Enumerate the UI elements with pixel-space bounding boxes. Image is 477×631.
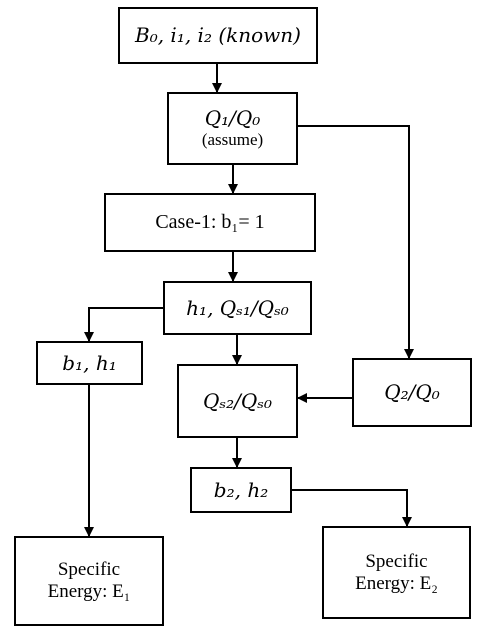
b1-h1-box: b₁, h₁	[36, 341, 143, 385]
qs2-label: Qₛ₂/Qₛ₀	[202, 388, 273, 413]
e1-line1: Specific	[57, 559, 121, 581]
arrow-assume-to-q2	[298, 125, 414, 359]
assume-ratio-label: Q₁/Q₀	[204, 106, 261, 131]
input-known-label: B₀, i₁, i₂ (known)	[135, 23, 301, 47]
case1-box: Case-1: b₁= 1	[104, 193, 316, 252]
e2-line1: Specific	[365, 550, 428, 572]
b2-h2-label: b₂, h₂	[213, 477, 269, 502]
input-known-box: B₀, i₁, i₂ (known)	[118, 7, 318, 64]
assume-box: Q₁/Q₀ (assume)	[167, 92, 298, 165]
h1-qs1-box: h₁, Qₛ₁/Qₛ₀	[163, 281, 312, 335]
h1-qs1-label: h₁, Qₛ₁/Qₛ₀	[186, 295, 289, 320]
b1-h1-label: b₁, h₁	[62, 350, 117, 375]
q2-label: Q₂/Q₀	[384, 380, 440, 404]
e1-line2: Energy: E₁	[47, 581, 131, 602]
specific-energy-e2-box: Specific Energy: E₂	[322, 526, 471, 619]
e2-line2: Energy: E₂	[355, 572, 438, 594]
specific-energy-e1-box: Specific Energy: E₁	[14, 536, 164, 626]
case1-label: Case-1: b₁= 1	[155, 211, 265, 233]
q2-box: Q₂/Q₀	[352, 358, 472, 427]
b2-h2-box: b₂, h₂	[190, 467, 292, 513]
arrow-h1-to-b1h1	[84, 307, 163, 342]
arrow-b2h2-to-e2	[292, 489, 412, 527]
qs2-box: Qₛ₂/Qₛ₀	[177, 364, 298, 438]
assume-note-label: (assume)	[201, 130, 264, 150]
